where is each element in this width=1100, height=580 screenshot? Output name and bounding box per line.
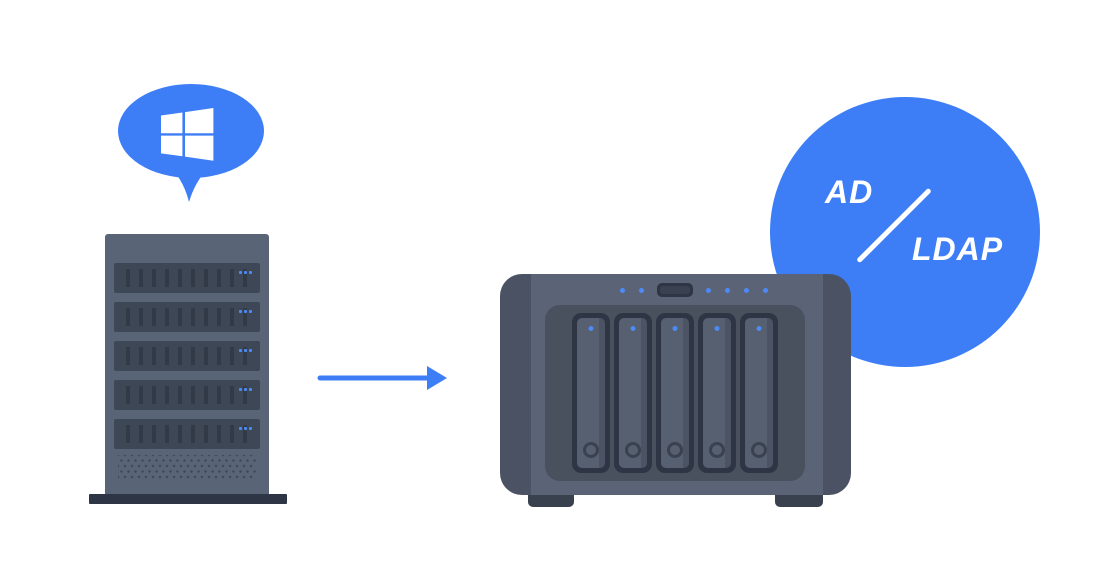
led-indicator [239, 427, 242, 430]
drive-bay [572, 313, 610, 473]
server-bay-vents [126, 386, 248, 404]
led-indicator [249, 271, 252, 274]
server-bay-leds [239, 349, 252, 352]
nas-leds-right [706, 288, 768, 293]
drive-bay [614, 313, 652, 473]
power-button [657, 283, 693, 297]
server-bay [114, 419, 260, 449]
server-rack [89, 234, 287, 504]
led-indicator [706, 288, 711, 293]
drive-led [672, 326, 678, 331]
drive-bay [656, 313, 694, 473]
nas-status-row [500, 283, 851, 299]
led-indicator [244, 310, 247, 313]
drive-tray [661, 318, 689, 468]
drive-tray [577, 318, 605, 468]
drive-tray [619, 318, 647, 468]
server-bay-vents [126, 269, 248, 287]
badge-text-ad: AD [825, 174, 874, 210]
server-bay [114, 302, 260, 332]
nas-drive-panel [545, 305, 805, 481]
led-indicator [249, 310, 252, 313]
drive-bay [740, 313, 778, 473]
nas-foot-right [775, 495, 823, 507]
server-bay-vents [126, 308, 248, 326]
drive-led [756, 326, 762, 331]
drive-led [630, 326, 636, 331]
led-indicator [744, 288, 749, 293]
server-bays [114, 263, 260, 449]
drive-tray [703, 318, 731, 468]
server-bay-vents [126, 347, 248, 365]
server-bay-leds [239, 388, 252, 391]
led-indicator [239, 310, 242, 313]
nas-device [500, 274, 851, 507]
drive-screw-hole [625, 442, 641, 458]
speech-bubble-tail [172, 168, 208, 202]
nas-foot-left [528, 495, 574, 507]
led-indicator [244, 349, 247, 352]
arrow-head [427, 366, 447, 390]
server-bay-vents [126, 425, 248, 443]
led-indicator [239, 271, 242, 274]
power-button-face [660, 286, 690, 294]
led-indicator [249, 349, 252, 352]
server-bay-leds [239, 427, 252, 430]
nas-chassis [500, 274, 851, 495]
server-bay-leds [239, 310, 252, 313]
server-bay [114, 341, 260, 371]
windows-speech-bubble [118, 84, 264, 202]
led-indicator [249, 427, 252, 430]
led-indicator [639, 288, 644, 293]
drive-led [588, 326, 594, 331]
led-indicator [244, 388, 247, 391]
led-indicator [239, 388, 242, 391]
drive-tray [745, 318, 773, 468]
arrow-right-icon [317, 366, 447, 390]
led-indicator [239, 349, 242, 352]
drive-bay [698, 313, 736, 473]
led-indicator [244, 271, 247, 274]
led-indicator [725, 288, 730, 293]
drive-screw-hole [667, 442, 683, 458]
server-base [89, 494, 287, 504]
led-indicator [244, 427, 247, 430]
led-indicator [249, 388, 252, 391]
drive-screw-hole [751, 442, 767, 458]
server-bay [114, 380, 260, 410]
drive-screw-hole [709, 442, 725, 458]
server-vent-grille [118, 455, 256, 480]
server-bay [114, 263, 260, 293]
badge-text-ldap: LDAP [912, 231, 1004, 267]
led-indicator [620, 288, 625, 293]
windows-flag-icon [161, 108, 214, 161]
server-bay-leds [239, 271, 252, 274]
drive-screw-hole [583, 442, 599, 458]
drive-led [714, 326, 720, 331]
led-indicator [763, 288, 768, 293]
nas-leds-left [620, 288, 644, 293]
